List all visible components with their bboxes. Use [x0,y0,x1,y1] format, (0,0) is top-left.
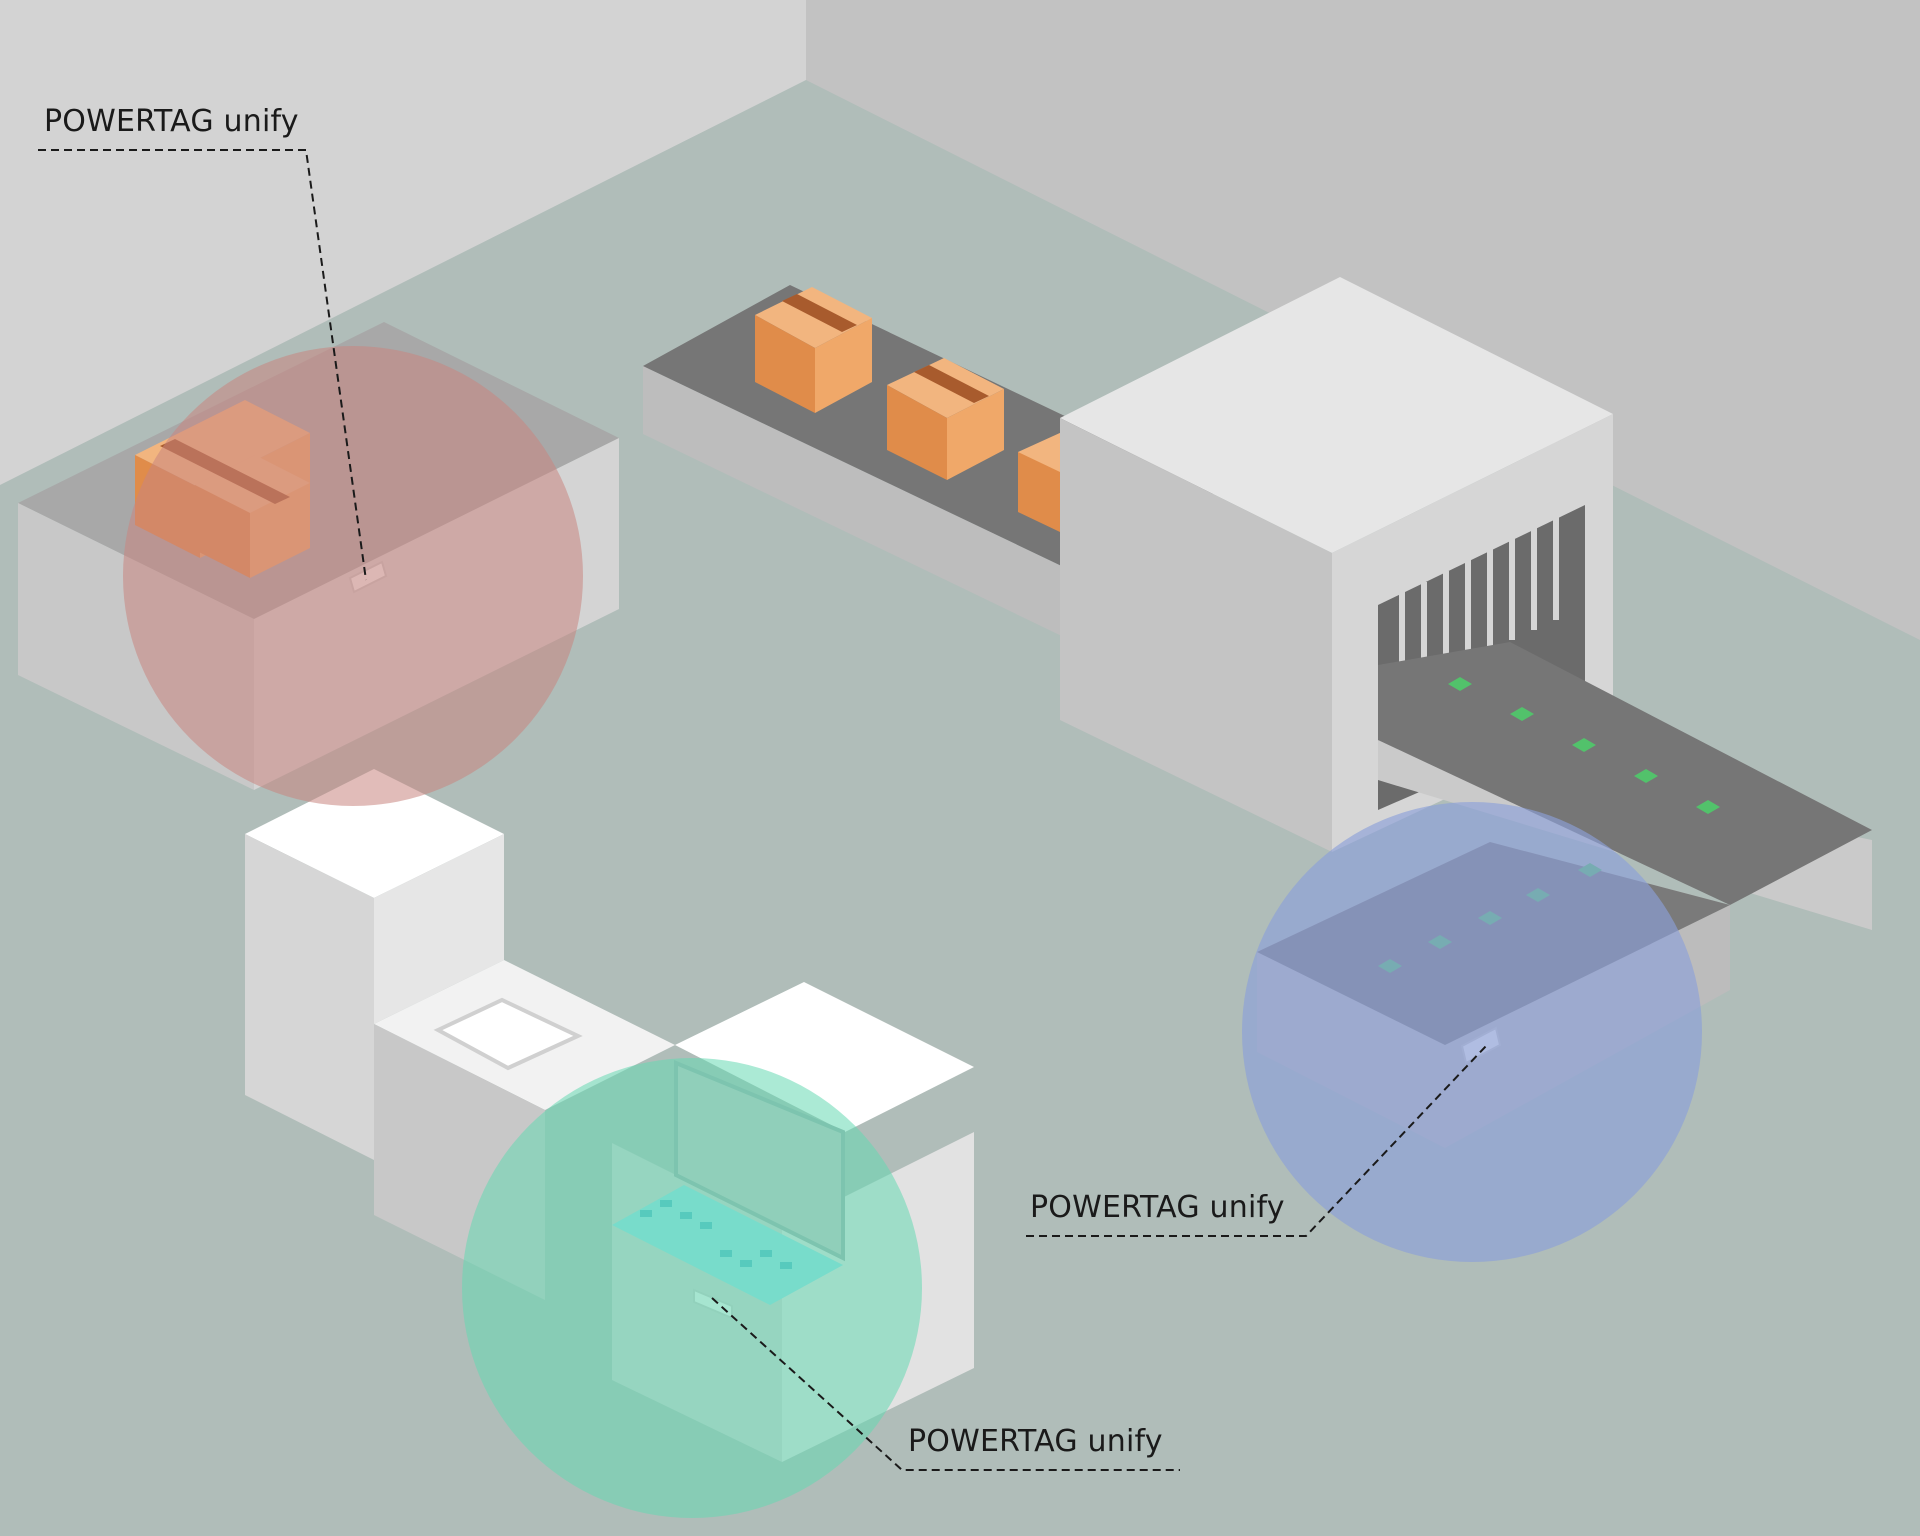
back-conveyor [643,285,1220,640]
tray [433,997,583,1071]
coverage-zones [123,346,1702,1518]
box [755,287,872,413]
shelf-zone [123,346,583,806]
machine-top [1060,277,1613,553]
callout-label-desk: POWERTAG unify [908,1424,1163,1459]
callout-line-desk [711,1297,1180,1471]
conveyor-zone [1242,802,1702,1262]
left-wall [0,0,806,485]
box [887,358,1004,480]
callout-label-shelf: POWERTAG unify [44,104,299,139]
desk-left-side [374,834,504,1024]
callout-line-shelf [38,149,367,581]
desk-zone [462,1058,922,1518]
callout-label-conveyor: POWERTAG unify [1030,1190,1285,1225]
belt-side [643,366,1070,640]
desk-left-top [245,769,504,898]
machine-front-left [1060,418,1332,852]
callout-lines [38,149,1487,1471]
desk-left-front [245,834,374,1160]
callout-line-conveyor [1026,1045,1487,1237]
desk-right-top [675,982,974,1132]
belt-top [1378,642,1872,905]
box [1018,432,1070,532]
